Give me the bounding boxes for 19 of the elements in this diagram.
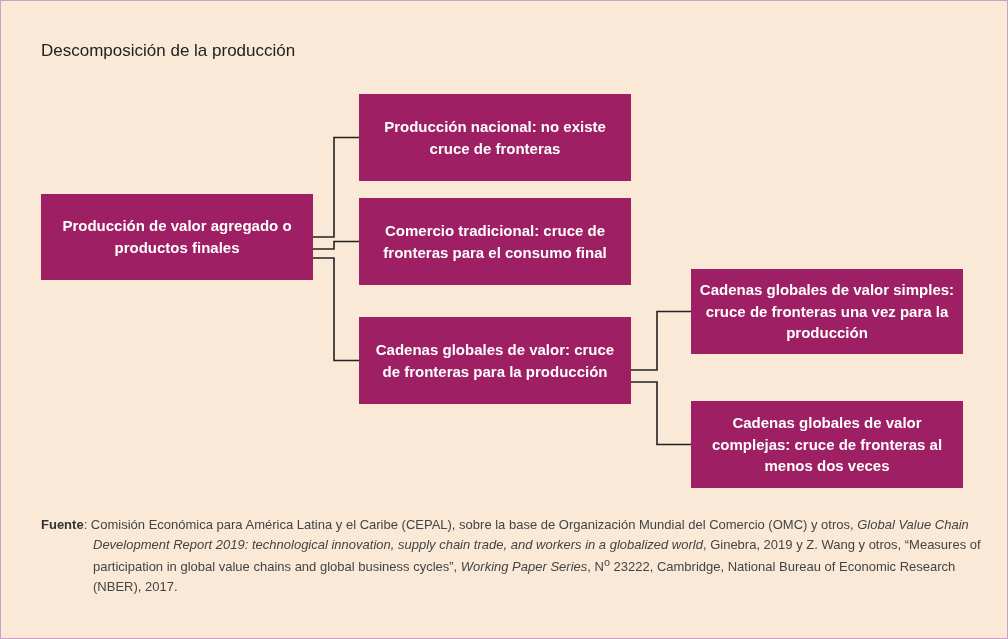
connector-line — [630, 310, 692, 371]
box-label: Cadenas globales de valor simples: cruce de fronteras una vez para la producción — [698, 279, 956, 344]
connector-line — [312, 257, 360, 362]
box-label: Producción nacional: no existe cruce de fronteras — [383, 116, 607, 159]
connector-line — [312, 240, 360, 250]
box-label: Cadenas globales de valor complejas: cruce de fronteras al menos dos veces — [710, 412, 944, 477]
process-box — [691, 401, 963, 488]
box-label: Cadenas globales de valor: cruce de fronteras para la producción — [374, 339, 616, 382]
process-box — [41, 194, 313, 280]
process-box — [359, 198, 631, 285]
box-label: Producción de valor agregado o productos finales — [61, 216, 293, 258]
box-label: Comercio tradicional: cruce de fronteras para el consumo final — [382, 220, 608, 263]
connector-line — [312, 136, 360, 238]
connector-line — [630, 381, 692, 446]
process-box — [691, 269, 963, 354]
process-box — [359, 317, 631, 404]
source-note: Fuente: Comisión Económica para América Latina y el Caribe (CEPAL), sobre la base de Organización Mundial del Comercio (OMC) y otros, Global Value Chain Development Report 2019: technological innovation, supply chain trade, and workers in a globalized world, Ginebra, 2019 y Z. Wang y otros, “Measures of participation in global value chains and global business cycles”, Working Paper Series, N$^{o}$ 23222, Cambridge, National Bureau of Economic Research (NBER), 2017. — [41, 516, 981, 596]
process-box — [359, 94, 631, 181]
diagram-title: Descomposición de la producción — [41, 41, 296, 61]
